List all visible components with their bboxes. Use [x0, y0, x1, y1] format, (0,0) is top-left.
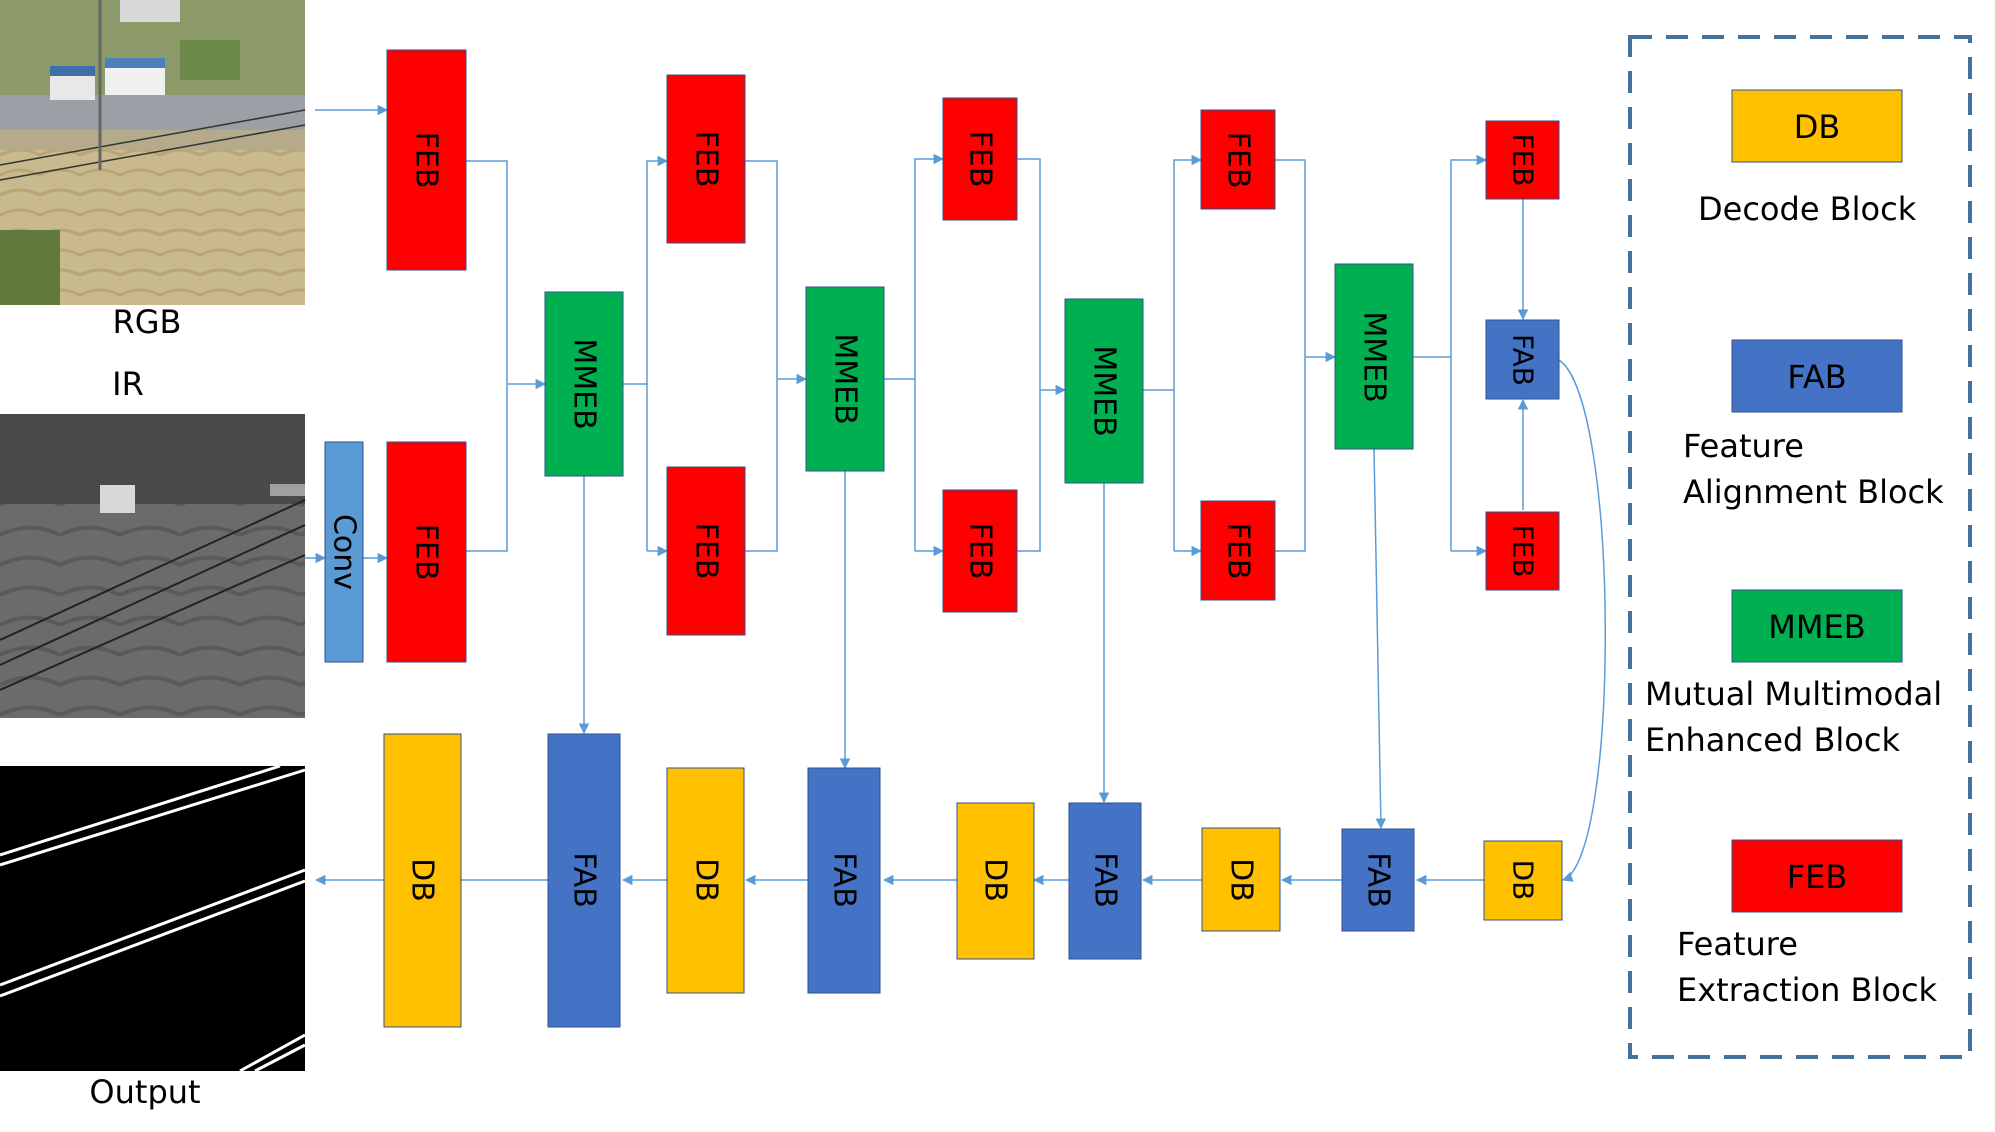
svg-text:FEB: FEB: [963, 523, 998, 580]
db-block: DB: [1201, 827, 1281, 932]
feb-block: FEB: [942, 97, 1018, 221]
legend-swatch-feb: [1731, 839, 1903, 913]
legend-desc: Decode Block: [1698, 190, 1917, 228]
svg-text:FEB: FEB: [1507, 524, 1540, 577]
svg-text:FEB: FEB: [689, 131, 724, 188]
svg-text:DB: DB: [1224, 858, 1259, 902]
feb-block: FEB: [1485, 511, 1560, 591]
legend-item-feb: FEB Feature Extraction Block: [1677, 839, 1938, 1009]
legend-border: [1628, 35, 1972, 1059]
feb-block: FEB: [1485, 120, 1560, 200]
legend: DB Decode Block FAB Feature Alignment Bl…: [1628, 35, 1972, 1059]
conv-block: Conv: [324, 441, 364, 663]
svg-text:Conv: Conv: [327, 514, 362, 590]
ir-image: [0, 414, 306, 718]
svg-text:FAB: FAB: [827, 852, 862, 908]
svg-text:MMEB: MMEB: [567, 338, 602, 429]
svg-text:DB: DB: [405, 858, 440, 902]
db-block: DB: [666, 767, 745, 994]
svg-text:MMEB: MMEB: [828, 333, 863, 424]
output-label: Output: [89, 1073, 200, 1111]
db-block: DB: [383, 733, 462, 1028]
mmeb-block: MMEB: [805, 286, 885, 472]
feb-block: FEB: [1200, 500, 1276, 601]
svg-text:DB: DB: [1794, 108, 1841, 146]
svg-text:FEB: FEB: [1221, 132, 1256, 189]
rgb-image: [0, 0, 306, 305]
legend-desc: Alignment Block: [1683, 473, 1944, 511]
svg-text:FEB: FEB: [1507, 133, 1540, 186]
svg-text:FAB: FAB: [1787, 358, 1846, 396]
fab-block: FAB: [1068, 802, 1142, 960]
legend-desc: Extraction Block: [1677, 971, 1938, 1009]
ir-label: IR: [112, 365, 144, 403]
svg-text:FAB: FAB: [1507, 334, 1540, 386]
svg-text:FAB: FAB: [1361, 852, 1396, 908]
svg-text:MMEB: MMEB: [1087, 345, 1122, 436]
legend-desc: Feature: [1683, 427, 1804, 465]
fab-block: FAB: [1485, 319, 1560, 400]
svg-text:FEB: FEB: [409, 132, 444, 189]
legend-item-fab: FAB Feature Alignment Block: [1683, 339, 1944, 511]
feb-block: FEB: [1200, 109, 1276, 210]
svg-text:MMEB: MMEB: [1768, 608, 1865, 646]
legend-swatch-mmeb: [1731, 589, 1903, 663]
svg-text:FEB: FEB: [1787, 858, 1848, 896]
connectors: [305, 104, 1606, 886]
legend-item-db: DB Decode Block: [1698, 89, 1917, 228]
legend-swatch-db: [1731, 89, 1903, 163]
svg-text:FAB: FAB: [1088, 852, 1123, 908]
db-block: DB: [1483, 840, 1563, 921]
legend-item-mmeb: MMEB Mutual Multimodal Enhanced Block: [1645, 589, 1942, 759]
feb-block: FEB: [386, 49, 467, 271]
feb-block: FEB: [666, 74, 746, 244]
feb-block: FEB: [666, 466, 746, 636]
svg-text:FEB: FEB: [409, 524, 444, 581]
fab-block: FAB: [547, 733, 621, 1028]
db-block: DB: [956, 802, 1035, 960]
svg-text:DB: DB: [1507, 860, 1540, 901]
legend-desc: Mutual Multimodal: [1645, 675, 1942, 713]
fab-block: FAB: [1341, 828, 1415, 932]
legend-swatch-fab: [1731, 339, 1903, 413]
svg-text:DB: DB: [978, 858, 1013, 902]
feb-block: FEB: [386, 441, 467, 663]
feb-block: FEB: [942, 489, 1018, 613]
svg-text:FEB: FEB: [1221, 523, 1256, 580]
mmeb-block: MMEB: [544, 291, 624, 477]
svg-text:MMEB: MMEB: [1357, 311, 1392, 402]
legend-desc: Feature: [1677, 925, 1798, 963]
svg-text:FEB: FEB: [963, 131, 998, 188]
svg-text:FAB: FAB: [567, 852, 602, 908]
output-image: [0, 764, 306, 1073]
mmeb-block: MMEB: [1334, 263, 1414, 450]
rgb-label: RGB: [113, 303, 182, 341]
mmeb-block: MMEB: [1064, 298, 1144, 484]
fab-block: FAB: [807, 767, 881, 994]
legend-desc: Enhanced Block: [1645, 721, 1900, 759]
svg-text:DB: DB: [689, 858, 724, 902]
svg-text:FEB: FEB: [689, 523, 724, 580]
